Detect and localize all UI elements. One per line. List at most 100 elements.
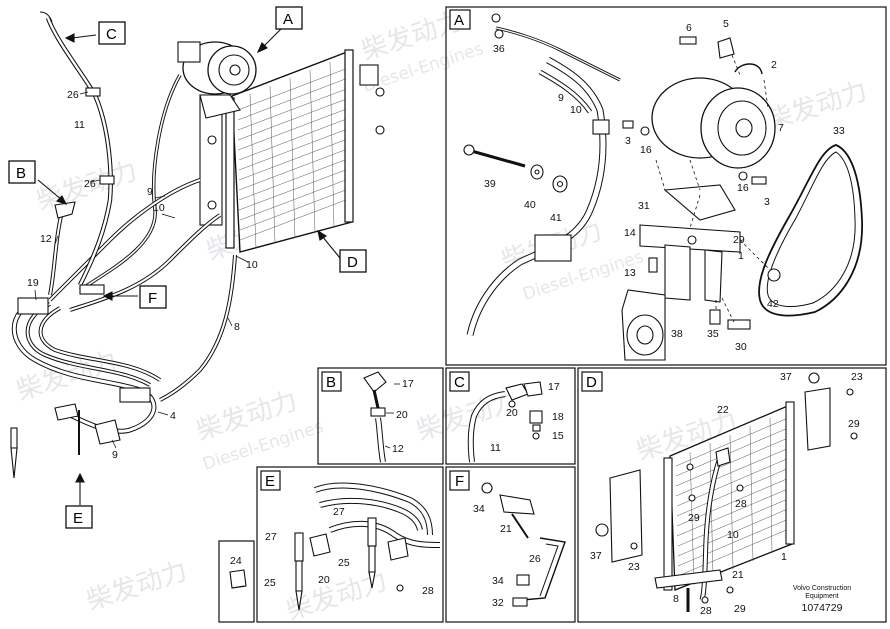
panel-e-inset-frame: [218, 540, 255, 623]
part-number: 22: [717, 404, 729, 416]
compressor-main: [177, 41, 257, 119]
part-number: 29: [733, 234, 745, 246]
main-part-numbers: 26 11 26 9 10 12 19 10 8 4 9: [27, 89, 258, 461]
part-number: 32: [492, 597, 504, 609]
panel-c-drawing: [467, 381, 543, 463]
part-number: 20: [506, 407, 518, 419]
part-number: 26: [84, 178, 96, 190]
callout-d-main: D: [347, 254, 358, 271]
main-assembly: [10, 11, 385, 479]
part-number: 29: [688, 512, 700, 524]
part-number: 26: [529, 553, 541, 565]
main-callout-boxes: C A B D F E: [8, 6, 367, 529]
part-number: 12: [392, 443, 404, 455]
part-number: 20: [396, 409, 408, 421]
panel-tag-f: F: [455, 473, 464, 490]
part-number: 21: [732, 569, 744, 581]
part-number: 9: [112, 449, 118, 461]
part-number: 13: [624, 267, 636, 279]
part-number: 10: [727, 529, 739, 541]
part-number: 27: [333, 506, 345, 518]
footer-drawing-number: 1074729: [802, 602, 843, 614]
condenser-core: [225, 49, 354, 253]
part-number: 40: [524, 199, 536, 211]
part-number: 37: [590, 550, 602, 562]
panel-d-part-numbers: 37 23 22 29 29 28 10 37 23 1 21 8 28 29: [590, 371, 863, 617]
part-number: 38: [671, 328, 683, 340]
part-number: 16: [640, 144, 652, 156]
panel-d-drawing: [595, 372, 858, 612]
panel-tag-b: B: [326, 374, 336, 391]
part-number: 28: [700, 605, 712, 617]
part-number: 8: [234, 321, 240, 333]
part-number: 33: [833, 125, 845, 137]
part-number: 18: [552, 411, 564, 423]
part-number: 1: [781, 551, 787, 563]
part-number: 9: [147, 186, 153, 198]
panel-e-drawing: [229, 482, 441, 611]
part-number: 9: [558, 92, 564, 104]
part-number: 36: [493, 43, 505, 55]
panel-frames: [218, 6, 887, 623]
panel-tag-d: D: [586, 374, 597, 391]
part-number: 27: [265, 531, 277, 543]
panel-c-frame: [445, 367, 576, 465]
part-number: 16: [737, 182, 749, 194]
part-number: 25: [338, 557, 350, 569]
part-number: 28: [735, 498, 747, 510]
panel-c-part-numbers: 17 20 18 15 11: [490, 381, 564, 454]
callout-c-main: C: [106, 26, 117, 43]
part-number: 11: [74, 119, 85, 131]
part-number: 19: [27, 277, 39, 289]
part-number: 10: [246, 259, 258, 271]
part-number: 15: [552, 430, 564, 442]
part-number: 20: [318, 574, 330, 586]
main-leader-lines: [34, 91, 249, 449]
footer-company-line1: Volvo Construction: [793, 585, 851, 592]
part-number: 1: [738, 250, 744, 262]
part-number: 37: [780, 371, 792, 383]
part-number: 34: [492, 575, 504, 587]
panel-d-frame: [577, 367, 887, 623]
part-number: 10: [570, 104, 582, 116]
panel-a-frame: [445, 6, 887, 366]
panel-f-part-numbers: 34 21 26 34 32: [473, 503, 541, 609]
part-number: 24: [230, 555, 242, 567]
part-number: 11: [490, 442, 501, 454]
part-number: 10: [153, 202, 165, 214]
panel-tag-e: E: [265, 473, 275, 490]
part-number: 6: [686, 22, 692, 34]
part-number: 34: [473, 503, 485, 515]
main-callout-arrows: [37, 27, 341, 505]
part-number: 14: [624, 227, 636, 239]
part-number: 29: [734, 603, 746, 615]
footer-block: Volvo Construction Equipment 1074729: [793, 585, 851, 614]
part-number: 35: [707, 328, 719, 340]
panel-b-drawing: [363, 371, 400, 463]
panel-tags: A B C D E F: [260, 9, 603, 491]
part-number: 4: [170, 410, 176, 422]
part-number: 23: [628, 561, 640, 573]
part-number: 3: [625, 135, 631, 147]
panel-b-part-numbers: 17 20 12: [392, 378, 414, 455]
panel-b-frame: [317, 367, 444, 465]
part-number: 8: [673, 593, 679, 605]
panel-e-frame: [256, 466, 444, 623]
panel-a-drawing: [463, 13, 863, 361]
part-number: 28: [422, 585, 434, 597]
part-number: 17: [548, 381, 560, 393]
part-number: 26: [67, 89, 79, 101]
part-number: 21: [500, 523, 512, 535]
part-number: 5: [723, 18, 729, 30]
panel-tag-a: A: [454, 12, 464, 29]
part-number: 41: [550, 212, 562, 224]
part-number: 42: [767, 298, 779, 310]
callout-b-main: B: [16, 165, 26, 182]
part-number: 23: [851, 371, 863, 383]
part-number: 17: [402, 378, 414, 390]
callout-e-main: E: [73, 510, 83, 527]
panel-a-part-numbers: 6 5 36 2 9 10 7 33 3 16 39 16 3 40 41 31…: [484, 18, 845, 353]
panel-e-part-numbers: 27 27 20 25 25 28 24: [230, 506, 434, 597]
